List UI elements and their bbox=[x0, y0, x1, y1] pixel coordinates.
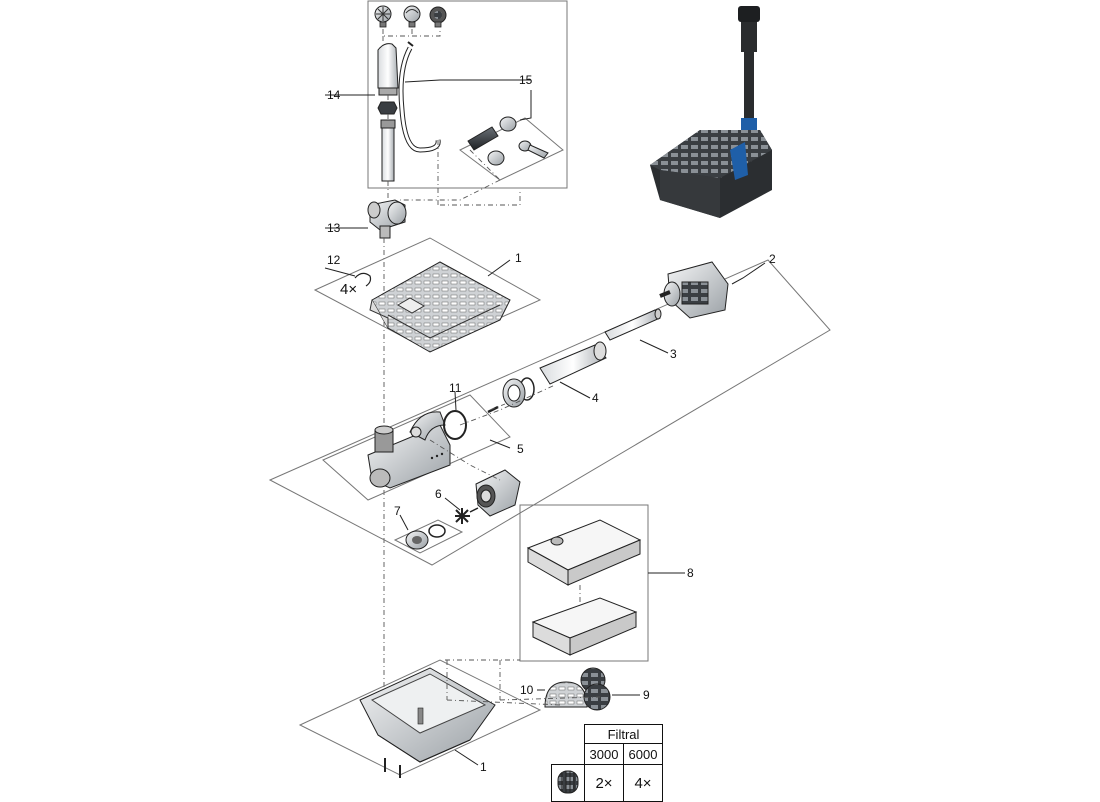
callout-1-base: 1 bbox=[480, 760, 487, 774]
screw-clip bbox=[354, 272, 372, 287]
callout-5: 5 bbox=[517, 442, 524, 456]
impeller bbox=[455, 507, 479, 524]
pump-panel bbox=[268, 259, 831, 566]
leader-lines bbox=[324, 79, 766, 766]
filter-cover bbox=[369, 261, 511, 353]
callout-4: 4 bbox=[592, 391, 599, 405]
callout-8: 8 bbox=[687, 566, 694, 580]
callout-3: 3 bbox=[670, 347, 677, 361]
nozzle-head-foam bbox=[429, 6, 447, 28]
nozzle-set-panel bbox=[367, 0, 568, 206]
telescopic-nozzle bbox=[377, 43, 399, 182]
pump-chamber bbox=[475, 469, 521, 517]
pump-housing bbox=[367, 411, 451, 489]
o-ring bbox=[443, 410, 467, 440]
callout-11: 11 bbox=[449, 381, 462, 395]
callout-6: 6 bbox=[435, 487, 442, 501]
hose-connector bbox=[467, 116, 549, 166]
callout-9: 9 bbox=[643, 688, 650, 702]
filter-foam-lower bbox=[531, 597, 638, 656]
nozzle-head-bell bbox=[403, 5, 421, 28]
quantity-legend-table: Filtral 3000 6000 2× 4× bbox=[551, 724, 663, 802]
bearing-ring bbox=[405, 524, 446, 550]
pump-motor bbox=[659, 261, 729, 319]
legend-model-6000: 6000 bbox=[623, 743, 663, 765]
legend-model-3000: 3000 bbox=[584, 743, 624, 765]
callout-13: 13 bbox=[327, 221, 341, 235]
drive-shaft bbox=[604, 308, 662, 341]
callout-10: 10 bbox=[520, 683, 534, 697]
callout-12: 12 bbox=[327, 253, 341, 267]
legend-qty-6000: 4× bbox=[623, 764, 663, 802]
legend-corner bbox=[551, 724, 585, 765]
base-panel bbox=[298, 659, 601, 778]
legend-qty-3000: 2× bbox=[584, 764, 624, 802]
legend-filter-ball-icon bbox=[551, 764, 585, 802]
cover-panel bbox=[313, 237, 542, 353]
filter-media bbox=[544, 667, 611, 711]
callout-1-cover: 1 bbox=[515, 251, 522, 265]
base-screws bbox=[384, 758, 401, 778]
callout-2: 2 bbox=[769, 252, 776, 266]
callout-15: 15 bbox=[519, 73, 533, 87]
multiplier-12: 4× bbox=[340, 281, 357, 298]
legend-title: Filtral bbox=[584, 724, 663, 744]
small-screw bbox=[487, 405, 499, 414]
distributor-valve bbox=[367, 199, 407, 239]
filter-base-tray bbox=[359, 667, 496, 763]
assembled-pump-photo bbox=[650, 6, 772, 218]
filter-dome bbox=[544, 681, 588, 708]
callout-14: 14 bbox=[327, 88, 341, 102]
rotor-tube bbox=[539, 341, 607, 385]
nozzle-head-cascade bbox=[374, 5, 392, 28]
filter-foam-upper bbox=[526, 519, 642, 586]
callout-7: 7 bbox=[394, 504, 401, 518]
filter-foam-panel bbox=[519, 504, 649, 662]
seal-ring bbox=[502, 377, 535, 408]
